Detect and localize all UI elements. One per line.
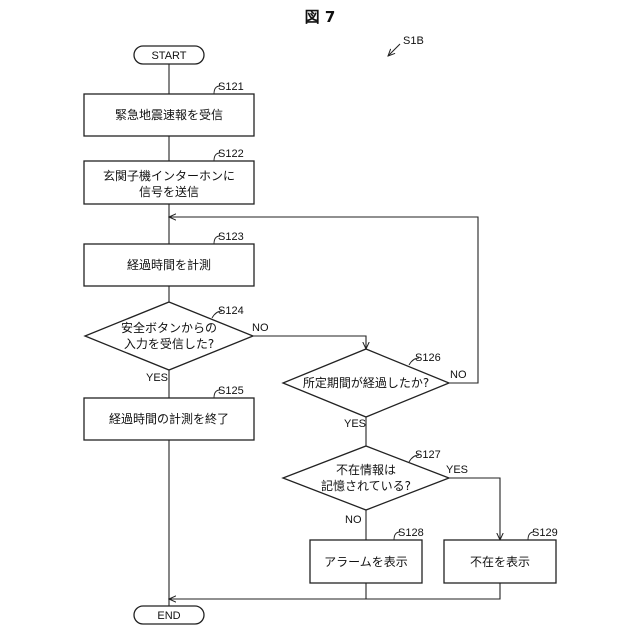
s127-yes-label: YES [446, 464, 468, 476]
figure-title: 図 7 [305, 8, 336, 26]
start-terminal: START [134, 46, 204, 64]
s122-step-label: S122 [218, 148, 244, 160]
s127-step-label: S127 [415, 449, 441, 461]
decision-s126: 所定期間が経過したか? S126 [283, 349, 449, 417]
s124-no-label: NO [252, 322, 269, 334]
edge-s129-merge [169, 583, 500, 599]
s129-step-label: S129 [532, 527, 558, 539]
s123-step-label: S123 [218, 231, 244, 243]
s125-step-label: S125 [218, 385, 244, 397]
edge-s127-yes-s129 [449, 478, 500, 540]
s125-text: 経過時間の計測を終了 [109, 411, 229, 426]
s124-text-line-2: 入力を受信した? [124, 337, 214, 351]
s124-yes-label: YES [146, 372, 168, 384]
end-terminal: END [134, 606, 204, 624]
figure-reference-arrow [388, 44, 400, 56]
s127-no-label: NO [345, 514, 362, 526]
s124-text-line-1: 安全ボタンからの [121, 320, 217, 335]
figure-reference-label: S1B [403, 35, 424, 47]
s121-text: 緊急地震速報を受信 [115, 107, 223, 122]
decision-s127: 不在情報は 記憶されている? S127 [283, 446, 449, 510]
start-label: START [151, 50, 186, 62]
s126-no-label: NO [450, 369, 467, 381]
s122-text-line-2: 信号を送信 [139, 184, 199, 199]
decision-s124: 安全ボタンからの 入力を受信した? S124 [85, 302, 253, 370]
s126-step-label: S126 [415, 352, 441, 364]
s126-text: 所定期間が経過したか? [303, 375, 429, 390]
process-s128: アラームを表示 S128 [310, 527, 424, 583]
s129-text: 不在を表示 [470, 555, 530, 569]
s122-text-line-1: 玄関子機インターホンに [103, 168, 235, 183]
end-label: END [157, 610, 180, 622]
s127-text-line-2: 記憶されている? [321, 478, 411, 493]
edge-s124-no-s126 [253, 336, 366, 349]
s128-step-label: S128 [398, 527, 424, 539]
s128-text: アラームを表示 [324, 555, 408, 569]
s121-step-label: S121 [218, 81, 244, 93]
s126-yes-label: YES [344, 418, 366, 430]
process-s129: 不在を表示 S129 [444, 527, 558, 583]
s123-text: 経過時間を計測 [127, 257, 211, 272]
s127-text-line-1: 不在情報は [336, 463, 396, 477]
s124-step-label: S124 [218, 305, 244, 317]
